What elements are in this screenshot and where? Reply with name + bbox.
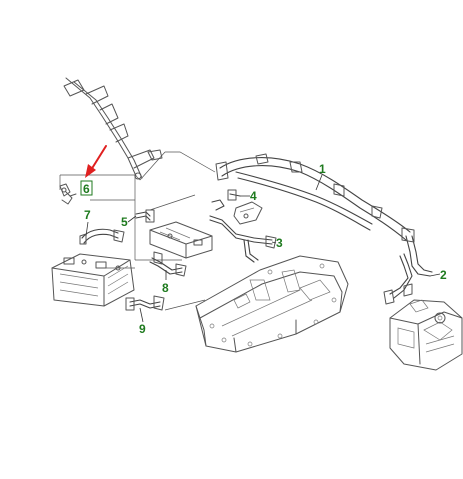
- part-9-hose: [125, 295, 165, 311]
- callout-6: 6: [83, 182, 90, 196]
- center-bracket: [149, 221, 213, 259]
- motor-assembly: [389, 299, 463, 371]
- part-7-hose: [79, 228, 125, 245]
- left-module: [51, 253, 135, 307]
- callout-7: 7: [84, 208, 91, 222]
- part-2-hose: [383, 227, 433, 305]
- callout-5: 5: [121, 215, 128, 229]
- inlet-pipe-assembly: [63, 77, 163, 180]
- part-6-fitting: [59, 183, 77, 205]
- part-1-hose: [215, 153, 411, 241]
- callout-1: 1: [319, 162, 326, 176]
- battery-tray: [195, 255, 349, 353]
- part-8-hose: [149, 251, 187, 277]
- callout-labels: 1 2 3 4 5 6 7 8 9: [83, 162, 447, 336]
- leader-lines: [85, 174, 441, 323]
- callout-8: 8: [162, 281, 169, 295]
- callout-6-highlight-box: [80, 180, 93, 196]
- red-arrow-icon: [85, 145, 107, 178]
- part-3-hose: [208, 199, 277, 263]
- callout-9: 9: [139, 322, 146, 336]
- part-5-hose: [135, 209, 155, 223]
- part-4-fitting: [227, 189, 263, 225]
- callout-2: 2: [440, 268, 447, 282]
- callout-3: 3: [276, 236, 283, 250]
- assembly-frame-lines: [59, 151, 216, 311]
- callout-4: 4: [250, 189, 257, 203]
